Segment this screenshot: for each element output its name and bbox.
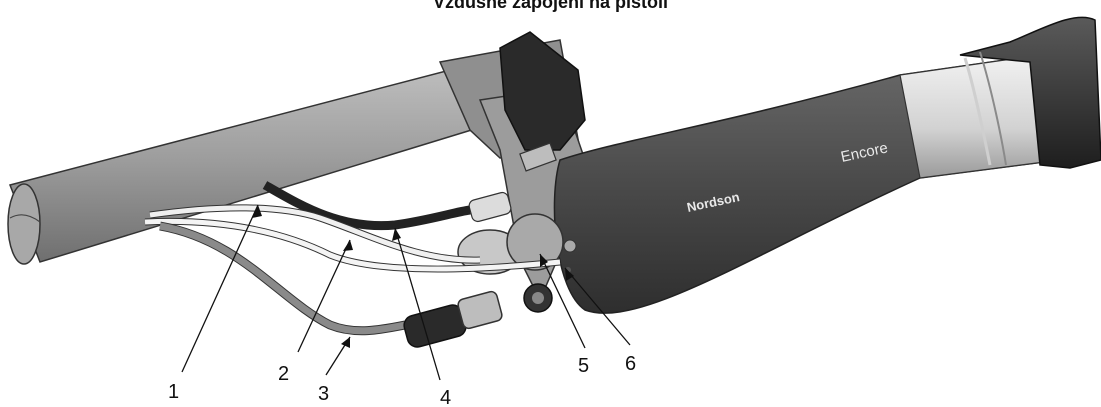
- callout-4: 4: [440, 387, 451, 407]
- callout-2: 2: [278, 363, 289, 385]
- hoses: [144, 181, 561, 336]
- callout-6: 6: [625, 353, 636, 375]
- callout-5: 5: [578, 355, 589, 377]
- callout-1: 1: [168, 381, 179, 403]
- spray-gun-body: [553, 16, 1101, 314]
- leader-lines: [181, 204, 631, 381]
- callout-3: 3: [318, 383, 329, 405]
- cable-plug: [403, 290, 503, 348]
- mounting-tube: [7, 69, 480, 265]
- leader-arrowheads: [252, 205, 574, 348]
- gun-end-cap: [959, 16, 1101, 169]
- clamp-knob[interactable]: [499, 31, 586, 151]
- diagram-title: Vzdušné zapojení na pistoli: [432, 0, 669, 12]
